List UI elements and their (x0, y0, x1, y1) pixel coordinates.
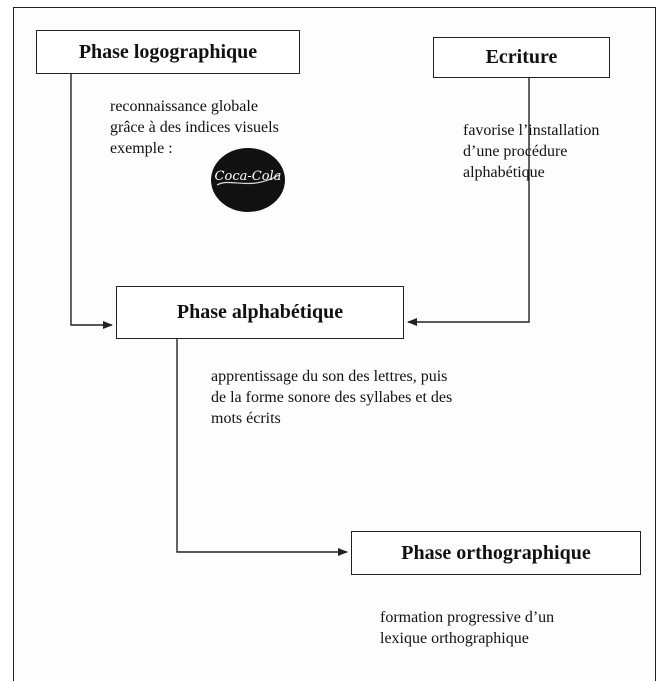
coca-cola-wordmark: Coca-Cola (215, 169, 282, 184)
phase-orthographique-label: Phase orthographique (401, 541, 591, 564)
phase-logographique-box: Phase logographique (36, 30, 300, 74)
description-line: lexique orthographique (380, 630, 529, 647)
ecriture-box: Ecriture (433, 37, 610, 78)
description-line: d’une procédure (463, 143, 568, 160)
description-line: alphabétique (463, 164, 545, 181)
coca-cola-logo: Coca-Cola (211, 148, 285, 212)
orthographique-description: formation progressive d’un lexique ortho… (380, 607, 554, 649)
description-line: grâce à des indices visuels (110, 119, 279, 136)
logographique-description: reconnaissance globale grâce à des indic… (110, 96, 279, 159)
description-line: reconnaissance globale (110, 98, 258, 115)
phase-alphabetique-label: Phase alphabétique (176, 301, 344, 323)
description-line: mots écrits (211, 410, 281, 427)
description-line: de la forme sonore des syllabes et des (211, 389, 453, 406)
description-line: apprentissage du son des lettres, puis (211, 368, 448, 385)
phase-logographique-label: Phase logographique (78, 40, 258, 63)
ecriture-description: favorise l’installation d’une procédure … (463, 120, 599, 183)
phase-alphabetique-box: Phase alphabétique (116, 286, 404, 339)
phase-orthographique-box: Phase orthographique (351, 531, 641, 575)
description-line: formation progressive d’un (380, 609, 555, 626)
description-line: favorise l’installation (463, 122, 600, 139)
description-line: exemple : (110, 140, 173, 157)
alphabetique-description: apprentissage du son des lettres, puis d… (211, 366, 452, 429)
ecriture-label: Ecriture (485, 46, 558, 68)
